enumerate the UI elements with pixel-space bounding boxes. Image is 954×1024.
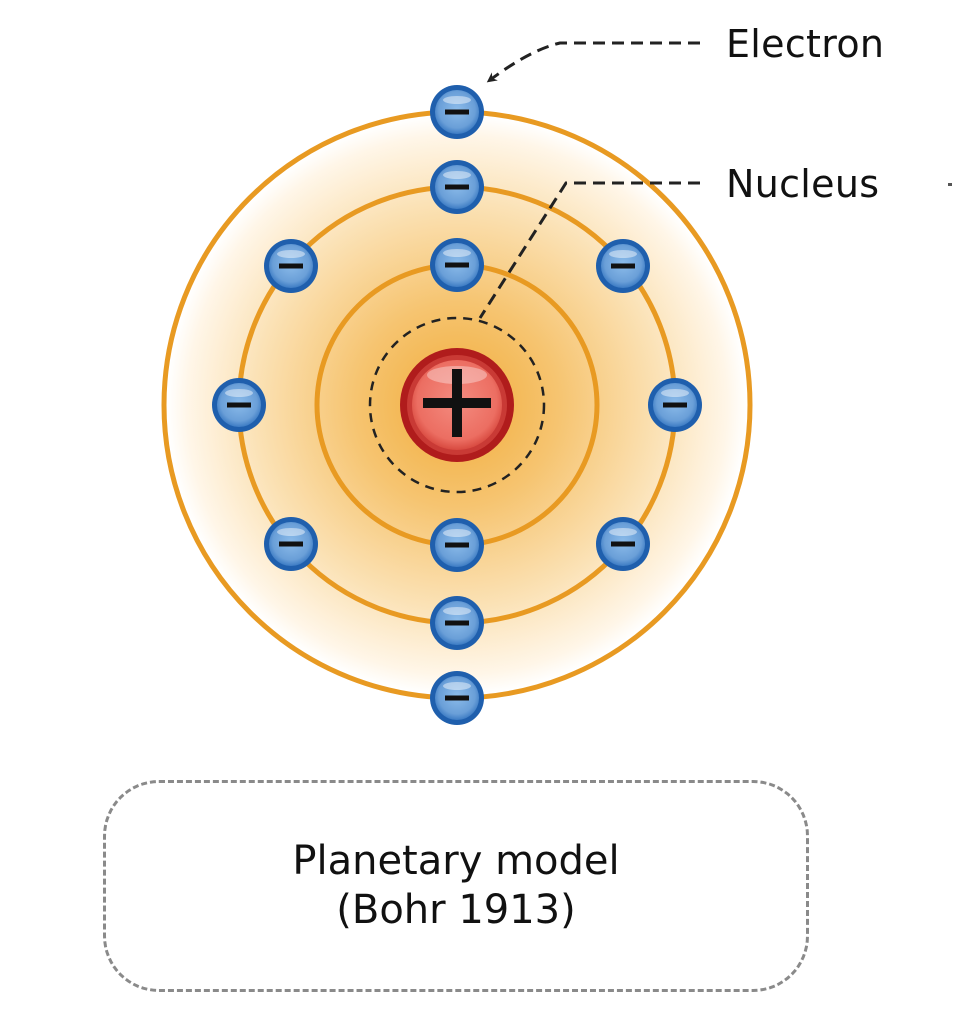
electron xyxy=(430,85,484,139)
electrons xyxy=(212,85,702,725)
nucleus xyxy=(400,348,514,462)
electron xyxy=(430,671,484,725)
minus-icon xyxy=(445,542,469,548)
minus-icon xyxy=(445,695,469,701)
electron xyxy=(596,239,650,293)
minus-icon xyxy=(611,541,635,547)
electron xyxy=(212,378,266,432)
minus-icon xyxy=(227,402,251,408)
electron xyxy=(264,239,318,293)
electron xyxy=(648,378,702,432)
minus-icon xyxy=(611,263,635,269)
electron xyxy=(430,518,484,572)
electron xyxy=(596,517,650,571)
nucleus-leader-line xyxy=(478,181,700,319)
electron xyxy=(430,596,484,650)
stray-mark xyxy=(948,183,952,186)
nucleus-boundary xyxy=(368,316,546,494)
caption-box: Planetary model (Bohr 1913) xyxy=(103,780,809,992)
minus-icon xyxy=(445,620,469,626)
nucleus-label: Nucleus xyxy=(726,162,880,206)
minus-icon xyxy=(663,402,687,408)
minus-icon xyxy=(445,262,469,268)
electron-label: Electron xyxy=(726,22,885,66)
minus-icon xyxy=(445,184,469,190)
plus-icon xyxy=(423,369,491,437)
caption-subtitle: (Bohr 1913) xyxy=(336,887,576,933)
electron xyxy=(430,238,484,292)
electron-leader-line xyxy=(486,41,700,83)
minus-icon xyxy=(445,109,469,115)
electron xyxy=(430,160,484,214)
minus-icon xyxy=(279,541,303,547)
minus-icon xyxy=(279,263,303,269)
caption-title: Planetary model xyxy=(292,838,620,885)
electron xyxy=(264,517,318,571)
